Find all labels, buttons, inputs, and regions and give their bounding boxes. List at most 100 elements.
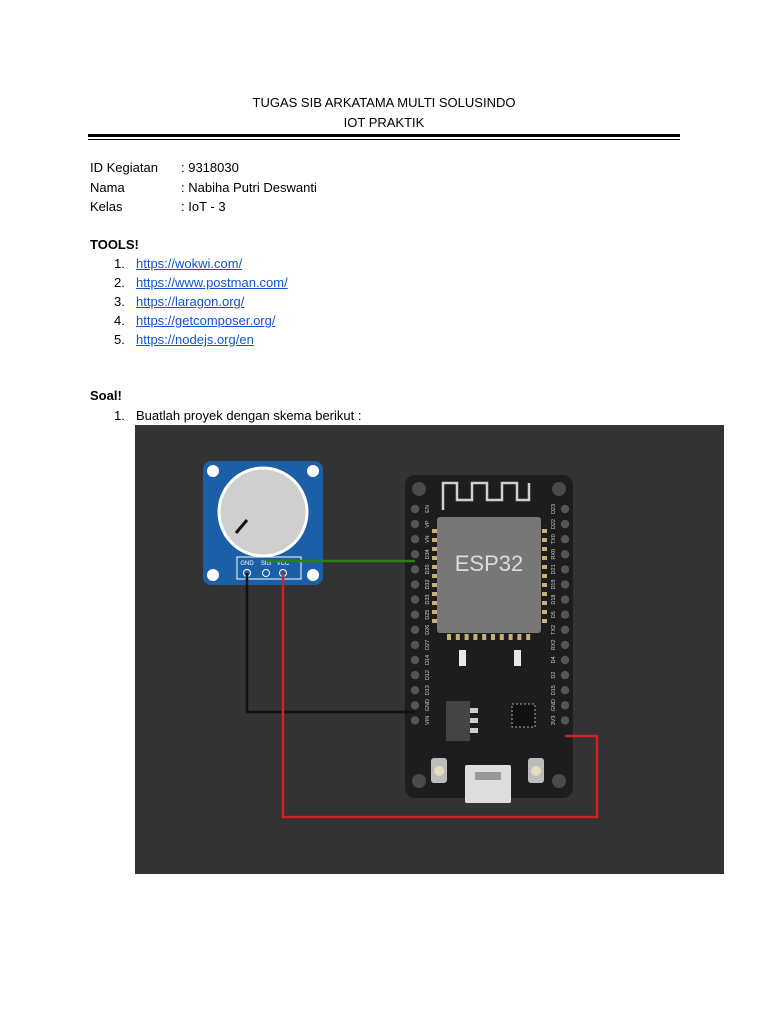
pin-label: RX2 (551, 640, 557, 651)
chip-pad (542, 547, 547, 551)
pin-label: D32 (425, 579, 431, 589)
chip-pad (432, 565, 437, 569)
usb-chip (511, 703, 536, 728)
tool-link-laragon[interactable]: https://laragon.org/ (136, 294, 245, 309)
chip-pad (526, 634, 531, 640)
micro-usb-port (465, 765, 511, 803)
pin-label: GND (551, 699, 557, 711)
pin-label: TX2 (551, 625, 557, 635)
pin-label: RX0 (551, 549, 557, 560)
chip-pad (432, 601, 437, 605)
chip-pad (432, 619, 437, 623)
header-pin (560, 625, 570, 634)
pin-label: D22 (551, 519, 557, 529)
header-pin (410, 640, 420, 650)
tool-number: 1. (114, 256, 125, 271)
info-label-name: Nama (90, 180, 125, 195)
divider-thin (88, 139, 680, 140)
pin-label: VIN (425, 716, 431, 725)
chip-pad (542, 556, 547, 560)
pin-label: D4 (551, 656, 557, 663)
tool-link-composer[interactable]: https://getcomposer.org/ (136, 313, 276, 328)
chip-pad (473, 634, 478, 640)
info-label-id: ID Kegiatan (90, 160, 158, 175)
pot-pin-label: VCC (277, 561, 290, 567)
header-pin (410, 686, 420, 695)
soal-number: 1. (114, 408, 125, 423)
pot-pin-label: GND (240, 561, 254, 567)
header-pin (410, 504, 420, 514)
chip-pad (432, 610, 437, 614)
pin-label: D25 (425, 610, 431, 620)
header-pin (410, 655, 420, 665)
tool-number: 2. (114, 275, 125, 290)
pin-label: D19 (551, 579, 557, 589)
chip-pad (464, 634, 469, 640)
chip-pad (491, 634, 495, 640)
header-pin (560, 595, 570, 604)
header-pin (410, 580, 420, 589)
chip-pad (542, 592, 547, 596)
tool-link-postman[interactable]: https://www.postman.com/ (136, 275, 288, 290)
led (459, 650, 466, 666)
chip-pad (499, 634, 504, 640)
header-pin (560, 670, 570, 680)
header-pin (410, 670, 420, 680)
header-pin (560, 550, 570, 559)
header-pin (560, 610, 570, 619)
header-pin (410, 550, 420, 559)
chip-pad (542, 619, 547, 623)
chip-pad (432, 529, 437, 533)
chip-label: ESP32 (455, 551, 524, 576)
chip-pad (542, 601, 547, 605)
pin-label: GND (425, 699, 431, 711)
pin-label: D13 (425, 685, 431, 695)
gnd-wire (245, 573, 415, 714)
header-pin (560, 640, 570, 650)
vcc-wire (281, 573, 599, 819)
header-pin (410, 519, 420, 529)
pin-label: VN (425, 535, 431, 543)
header-pin (560, 565, 570, 574)
tools-heading: TOOLS! (90, 237, 139, 252)
pot-pin-label: SIG (261, 561, 272, 567)
chip-pad (517, 634, 522, 640)
info-value-class: : IoT - 3 (181, 199, 226, 214)
chip-pad (542, 565, 547, 569)
header-pin (560, 716, 570, 725)
wiring-diagram: ESP32 ENVPVND34D35D32D33D25D26D27D14D12D… (135, 425, 724, 874)
pin-label: TX0 (551, 534, 557, 544)
chip-pad (432, 583, 437, 587)
voltage-regulator (446, 701, 470, 741)
doc-subtitle: IOT PRAKTIK (343, 115, 425, 130)
pin-label: D33 (425, 595, 431, 605)
potentiometer-module: GND SIG VCC (203, 461, 323, 585)
header-pin (560, 519, 570, 529)
info-value-name: : Nabiha Putri Deswanti (181, 180, 317, 195)
info-value-id: : 9318030 (181, 160, 239, 175)
soal-text: Buatlah proyek dengan skema berikut : (136, 408, 362, 423)
tool-link-wokwi[interactable]: https://wokwi.com/ (136, 256, 243, 271)
tool-link-nodejs[interactable]: https://nodejs.org/en (136, 332, 254, 347)
header-pin (410, 595, 420, 604)
divider-thick (88, 134, 680, 137)
chip-pad (432, 574, 437, 578)
info-label-class: Kelas (90, 199, 123, 214)
chip-pad (542, 574, 547, 578)
pot-indicator (234, 519, 249, 534)
pin-label: D23 (551, 504, 557, 514)
pin-label: D27 (425, 640, 431, 650)
tool-number: 5. (114, 332, 125, 347)
header-pin (410, 716, 420, 725)
chip-pad (542, 583, 547, 587)
pin-label: D18 (551, 595, 557, 605)
chip-pad (455, 634, 460, 640)
chip-pad (542, 538, 547, 542)
led (514, 650, 521, 666)
chip-pad (482, 634, 487, 640)
esp32-board: ESP32 ENVPVND34D35D32D33D25D26D27D14D12D… (405, 475, 573, 803)
doc-title: TUGAS SIB ARKATAMA MULTI SOLUSINDO (252, 95, 516, 110)
pin-label: D21 (551, 564, 557, 574)
chip-pad (542, 610, 547, 614)
soal-heading: Soal! (90, 388, 122, 403)
